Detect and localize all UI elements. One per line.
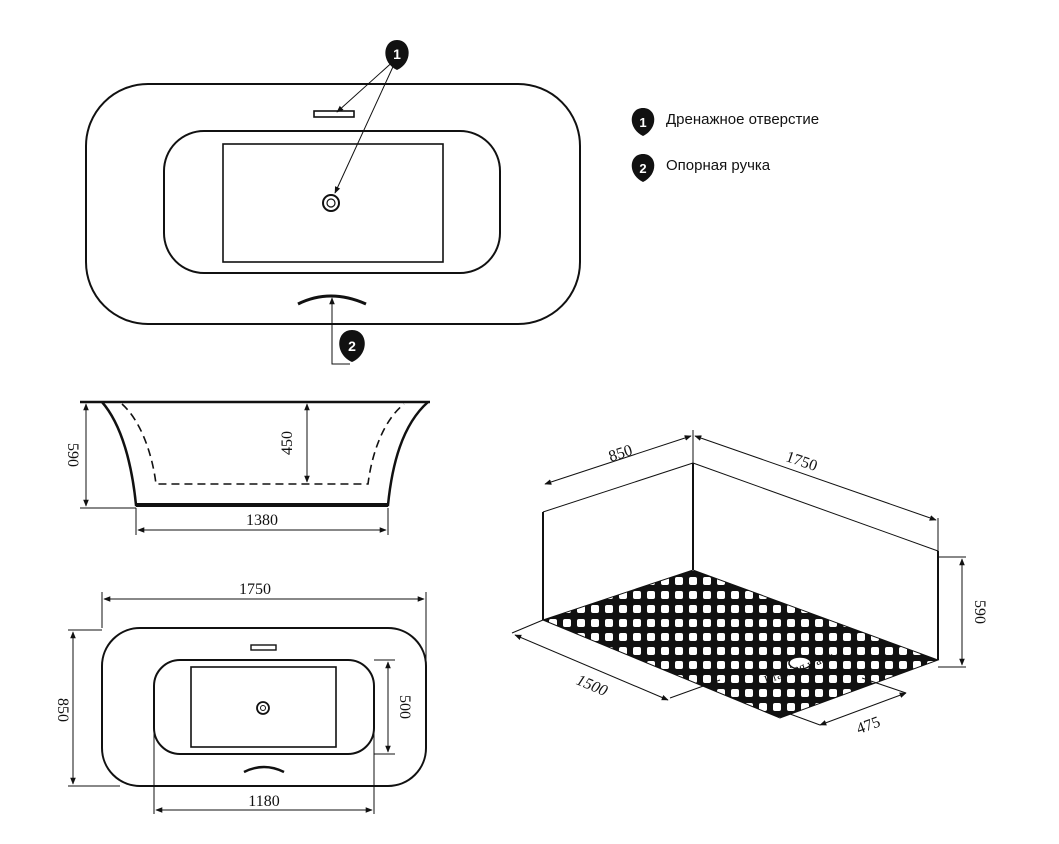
plan-bottom [190,666,337,748]
plan-inner-basin [153,659,375,755]
drain-hole [322,194,340,212]
tub-inner-basin [163,130,501,274]
plan-length-dim: 1750 [239,581,271,598]
drain-outlet-icon [788,656,812,670]
install-floor-length-dim: 1500 [574,672,610,700]
marker-1-icon [385,40,409,70]
handle-callout: 2 [329,297,365,365]
tub-bottom [222,143,444,263]
top-view [85,83,581,325]
plan-view [68,592,427,814]
tub-side-profile [101,401,429,507]
drain-callout: 1 [334,40,409,194]
support-handle [297,294,367,306]
legend-marker-1-icon: 1 [631,108,655,136]
plan-width-dim: 850 [54,698,71,722]
svg-text:2: 2 [639,161,646,176]
side-bottom-dim: 1380 [246,512,278,529]
inner-basin-dashed [121,403,405,485]
legend-item-drain: Дренажное отверстие [630,111,819,128]
callout-marker-1: 1 [393,46,401,62]
marker-2-icon [339,330,365,362]
plan-outer-rim [101,627,427,787]
tub-outer-rim [85,83,581,325]
install-length-dim: 1750 [784,448,820,474]
installation-view: Draining water [511,430,966,726]
legend-item-handle: Опорная ручка [630,157,770,174]
side-depth-dim: 450 [279,431,296,455]
callout-marker-2: 2 [348,338,356,354]
overflow-slot [313,110,355,118]
install-width-dim: 850 [607,442,635,466]
plan-inner-length-dim: 1180 [248,793,279,810]
install-drain-offset-dim: 475 [854,714,882,738]
plan-inner-width-dim: 500 [396,695,413,719]
side-height-dim: 590 [64,443,81,467]
legend-marker-2-icon: 2 [631,154,655,182]
install-height-dim: 590 [971,600,988,624]
svg-text:1: 1 [639,115,646,130]
legend-label-drain: Дренажное отверстие [666,111,820,128]
side-view [80,400,430,535]
legend-label-handle: Опорная ручка [666,157,771,174]
